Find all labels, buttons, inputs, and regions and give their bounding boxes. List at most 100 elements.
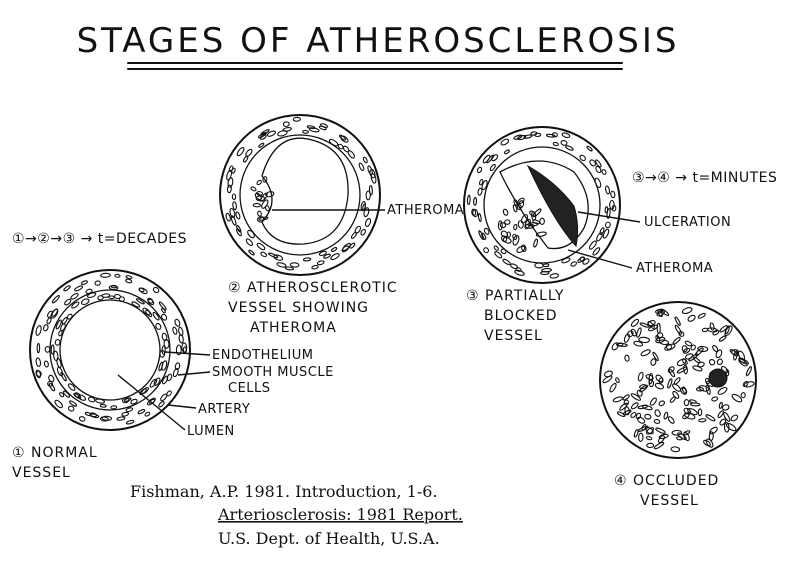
vessel-cell — [504, 219, 511, 225]
vessel-cell — [718, 335, 727, 342]
vessel-cell — [74, 285, 84, 292]
vessel-cell — [247, 229, 255, 239]
vessel-cell — [258, 216, 269, 221]
vessel-cell — [695, 347, 704, 356]
vessel-cell — [602, 228, 610, 239]
vessel-cell — [330, 247, 338, 252]
vessel-cell — [35, 357, 42, 368]
vessel-cell — [110, 405, 118, 410]
citation-line-2: Arteriosclerosis: 1981 Report. — [217, 505, 463, 524]
caption-occluded-1: ④ OCCLUDED — [614, 473, 719, 489]
vessel-cell — [516, 245, 526, 254]
vessel-cell — [532, 219, 541, 225]
vessel-cell — [521, 244, 527, 252]
label-cells: CELLS — [228, 381, 271, 396]
vessel-cell — [163, 338, 170, 349]
vessel-cell — [577, 256, 585, 263]
vessel-cell — [517, 197, 525, 205]
vessel-cell — [230, 215, 237, 226]
vessel-cell — [706, 327, 718, 333]
vessel-cell — [340, 135, 349, 143]
normal-vessel-drawing — [29, 269, 191, 431]
vessel-cell — [697, 408, 703, 417]
vessel-cell — [174, 318, 181, 327]
partial-artery-outer-wall — [463, 126, 621, 284]
vessel-cell — [561, 257, 571, 264]
athero-artery-outer-wall — [219, 114, 381, 276]
vessel-cell — [87, 396, 96, 403]
vessel-cell — [654, 409, 661, 417]
vessel-cell — [152, 286, 160, 294]
vessel-cell — [560, 139, 568, 146]
vessel-cell — [535, 231, 547, 237]
occluded-vessel-cells — [602, 307, 755, 453]
vessel-cell — [147, 298, 155, 306]
vessel-cell — [48, 374, 55, 383]
vessel-cell — [476, 166, 483, 173]
vessel-cell — [500, 230, 509, 238]
vessel-cell — [226, 184, 232, 194]
vessel-cell — [692, 365, 703, 372]
diagram-title: STAGES OF ATHEROSCLEROSIS — [77, 21, 680, 61]
vessel-cell — [158, 301, 167, 311]
vessel-cell — [649, 397, 657, 406]
vessel-cell — [630, 412, 637, 418]
vessel-cell — [602, 375, 613, 384]
vessel-cell — [723, 411, 731, 422]
vessel-cell — [645, 427, 655, 435]
vessel-cell — [258, 142, 265, 148]
vessel-cell — [55, 319, 62, 330]
vessel-cell — [637, 404, 649, 410]
vessel-cell — [318, 125, 327, 131]
vessel-cell — [282, 121, 290, 128]
vessel-cell — [306, 125, 316, 130]
vessel-cell — [647, 320, 656, 327]
vessel-cell — [717, 410, 724, 419]
vessel-cell — [708, 431, 714, 441]
vessel-cell — [69, 400, 78, 407]
vessel-cell — [108, 295, 115, 300]
vessel-cell — [339, 134, 347, 141]
vessel-cell — [493, 245, 499, 251]
vessel-cell — [360, 228, 366, 236]
vessel-cell — [273, 254, 284, 261]
vessel-cell — [481, 179, 488, 191]
vessel-cell — [97, 295, 104, 301]
vessel-cell — [667, 378, 673, 389]
vessel-cell — [667, 416, 675, 424]
vessel-cell — [155, 322, 162, 330]
vessel-cell — [680, 387, 688, 395]
caption-normal-2: VESSEL — [12, 465, 71, 481]
vessel-cell — [636, 389, 643, 397]
vessel-cell — [63, 285, 71, 292]
vessel-cell — [721, 404, 730, 411]
label-atheroma-stage3: ATHEROMA — [636, 261, 713, 276]
vessel-cell — [639, 384, 647, 390]
pointer-smooth-muscle — [177, 371, 211, 376]
vessel-cell — [483, 227, 490, 235]
vessel-cell — [682, 412, 690, 420]
vessel-cell — [181, 342, 188, 353]
vessel-cell — [172, 326, 178, 335]
vessel-cell — [645, 436, 653, 441]
vessel-cell — [166, 390, 172, 397]
pointer-lumen — [117, 374, 186, 431]
caption-athero-2: VESSEL SHOWING — [228, 300, 369, 316]
vessel-cell — [139, 388, 147, 395]
vessel-cell — [705, 438, 714, 448]
vessel-cell — [99, 416, 109, 422]
vessel-cell — [703, 439, 711, 447]
vessel-cell — [276, 262, 287, 268]
vessel-cell — [80, 280, 88, 285]
vessel-cell — [61, 316, 68, 325]
vessel-cell — [719, 325, 728, 333]
label-smooth-muscle: SMOOTH MUSCLE — [212, 365, 334, 380]
athero-muscle-boundary — [239, 134, 361, 256]
vessel-cell — [719, 418, 727, 426]
vessel-cell — [520, 214, 529, 224]
vessel-cell — [60, 323, 66, 332]
vessel-cell — [500, 248, 507, 255]
partially-blocked-vessel-drawing — [463, 126, 621, 284]
vessel-cell — [525, 223, 535, 229]
